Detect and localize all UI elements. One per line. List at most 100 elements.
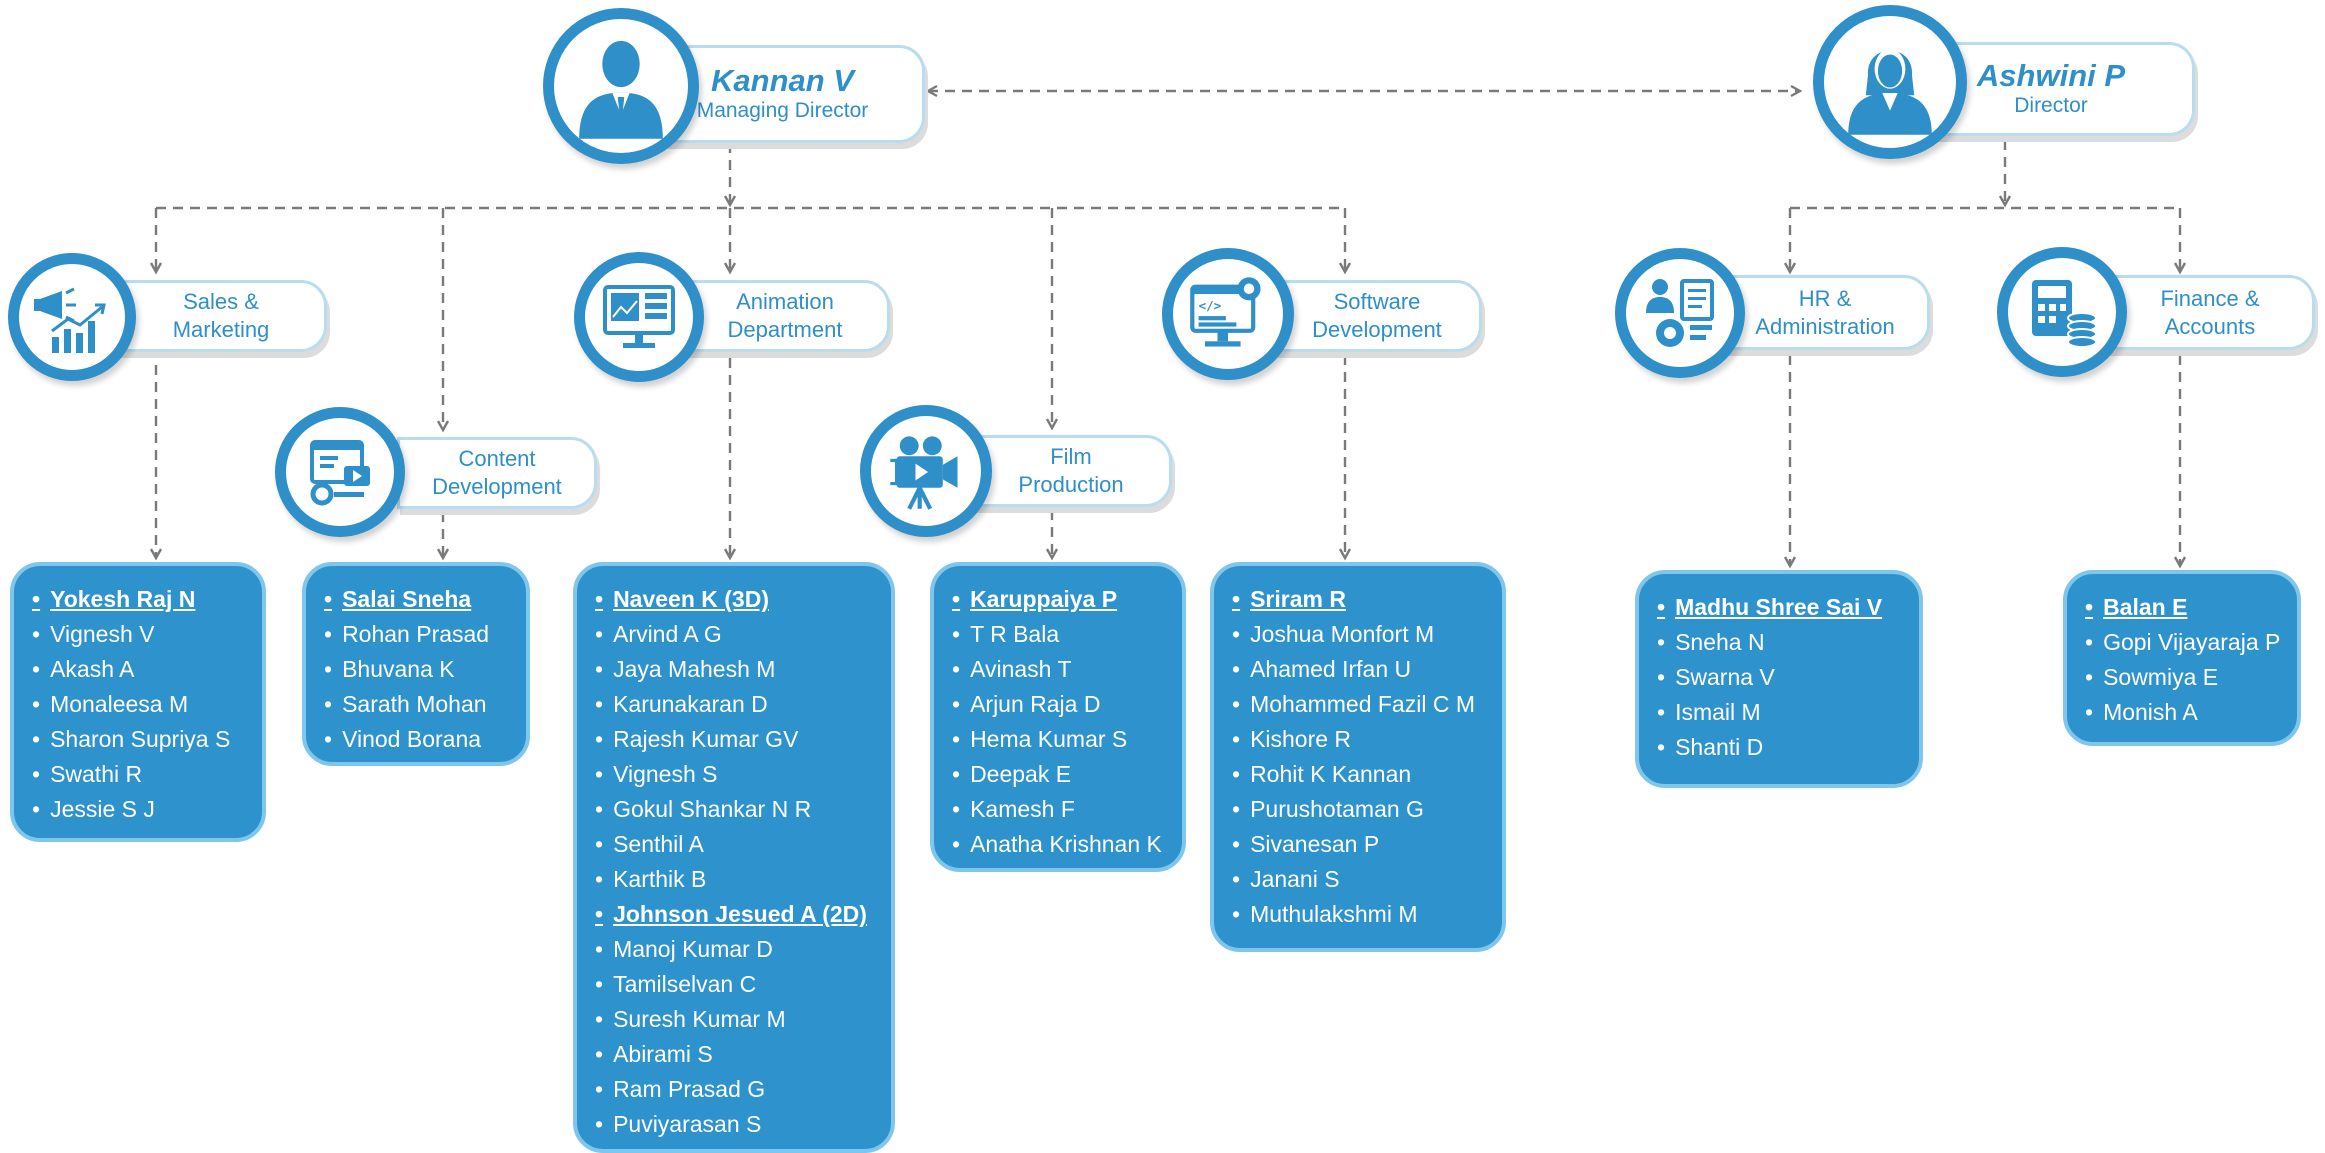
department-label-line: Production [1018, 472, 1124, 497]
team-member-name: Akash A [32, 652, 262, 687]
team-lead-name: Johnson Jesued A (2D) [595, 897, 891, 932]
team-member-name: Rohan Prasad [324, 617, 526, 652]
department-label-line: HR & [1798, 285, 1852, 311]
member-list: Naveen K (3D)Arvind A GJaya Mahesh MKaru… [595, 582, 891, 1142]
team-member-name: Sneha N [1657, 625, 1919, 660]
calculator-coins-icon [1997, 247, 2127, 377]
team-member-name: Swathi R [32, 757, 262, 792]
member-list: Yokesh Raj NVignesh VAkash AMonaleesa MS… [32, 582, 262, 827]
department-label-line: Marketing [172, 317, 270, 342]
team-member-name: Gopi Vijayaraja P [2085, 625, 2297, 660]
team-member-name: Hema Kumar S [952, 722, 1182, 757]
team-member-name: Tamilselvan C [595, 967, 891, 1002]
department-label-plate: Content Development [397, 437, 597, 509]
team-member-name: Abirami S [595, 1037, 891, 1072]
team-member-name: Ram Prasad G [595, 1072, 891, 1107]
team-member-name: Janani S [1232, 862, 1502, 897]
team-hr: Madhu Shree Sai VSneha NSwarna VIsmail M… [1635, 570, 1923, 788]
team-member-name: Shanti D [1657, 730, 1919, 765]
department-label-line: Administration [1755, 313, 1895, 339]
team-lead-name: Karuppaiya P [952, 582, 1182, 617]
team-member-name: Monaleesa M [32, 687, 262, 722]
team-member-name: Jessie S J [32, 792, 262, 827]
member-list: Karuppaiya PT R BalaAvinash TArjun Raja … [952, 582, 1182, 862]
member-list: Balan EGopi Vijayaraja PSowmiya EMonish … [2085, 590, 2297, 730]
code-monitor-icon: </> [1162, 248, 1294, 380]
team-member-name: Suresh Kumar M [595, 1002, 891, 1037]
department-label-line: Content [458, 446, 536, 471]
team-member-name: Ahamed Irfan U [1232, 652, 1502, 687]
team-lead-name: Yokesh Raj N [32, 582, 262, 617]
department-label-plate: Film Production [970, 435, 1172, 507]
team-member-name: Manoj Kumar D [595, 932, 891, 967]
department-label-line: Animation [736, 289, 834, 314]
executive-name: Ashwini P [1976, 58, 2126, 93]
department-label-plate: Finance & Accounts [2105, 275, 2315, 350]
team-software: Sriram RJoshua Monfort MAhamed Irfan UMo… [1210, 562, 1506, 952]
team-member-name: Sharon Supriya S [32, 722, 262, 757]
executive-name: Kannan V [711, 63, 854, 98]
team-member-name: Karthik B [595, 862, 891, 897]
team-film: Karuppaiya PT R BalaAvinash TArjun Raja … [930, 562, 1186, 872]
team-member-name: Vinod Borana [324, 722, 526, 757]
team-member-name: Swarna V [1657, 660, 1919, 695]
team-member-name: Deepak E [952, 757, 1182, 792]
department-label-plate: Animation Department [680, 280, 890, 352]
team-lead-name: Sriram R [1232, 582, 1502, 617]
team-member-name: Arjun Raja D [952, 687, 1182, 722]
team-member-name: Anatha Krishnan K [952, 827, 1182, 862]
team-member-name: T R Bala [952, 617, 1182, 652]
male-executive-icon [543, 8, 699, 164]
team-member-name: Muthulakshmi M [1232, 897, 1502, 932]
executive-title: Director [2014, 94, 2088, 117]
svg-text:</>: </> [1199, 298, 1222, 313]
team-animation: Naveen K (3D)Arvind A GJaya Mahesh MKaru… [573, 562, 895, 1153]
content-media-icon [275, 407, 405, 537]
team-member-name: Joshua Monfort M [1232, 617, 1502, 652]
team-member-name: Jaya Mahesh M [595, 652, 891, 687]
member-list: Salai SnehaRohan PrasadBhuvana KSarath M… [324, 582, 526, 757]
team-member-name: Sarath Mohan [324, 687, 526, 722]
department-label-line: Department [727, 317, 843, 342]
team-member-name: Vignesh V [32, 617, 262, 652]
team-member-name: Vignesh S [595, 757, 891, 792]
team-member-name: Avinash T [952, 652, 1182, 687]
team-member-name: Purushotaman G [1232, 792, 1502, 827]
team-lead-name: Naveen K (3D) [595, 582, 891, 617]
team-lead-name: Salai Sneha [324, 582, 526, 617]
department-label-line: Sales & [183, 289, 259, 314]
team-member-name: Karunakaran D [595, 687, 891, 722]
team-member-name: Sivanesan P [1232, 827, 1502, 862]
department-label-line: Accounts [2164, 313, 2256, 339]
department-label-line: Finance & [2160, 285, 2260, 311]
female-executive-icon [1813, 5, 1967, 159]
department-label-line: Development [432, 474, 562, 499]
team-member-name: Kamesh F [952, 792, 1182, 827]
team-lead-name: Balan E [2085, 590, 2297, 625]
team-member-name: Bhuvana K [324, 652, 526, 687]
member-list: Madhu Shree Sai VSneha NSwarna VIsmail M… [1657, 590, 1919, 765]
executive-title: Managing Director [696, 99, 869, 122]
team-member-name: Kishore R [1232, 722, 1502, 757]
member-list: Sriram RJoshua Monfort MAhamed Irfan UMo… [1232, 582, 1502, 932]
team-member-name: Monish A [2085, 695, 2297, 730]
department-label-line: Film [1050, 444, 1092, 469]
team-finance: Balan EGopi Vijayaraja PSowmiya EMonish … [2063, 570, 2301, 746]
team-member-name: Rajesh Kumar GV [595, 722, 891, 757]
team-member-name: Arvind A G [595, 617, 891, 652]
team-member-name: Puviyarasan S [595, 1107, 891, 1142]
team-member-name: Mohammed Fazil C M [1232, 687, 1502, 722]
team-lead-name: Madhu Shree Sai V [1657, 590, 1919, 625]
team-content: Salai SnehaRohan PrasadBhuvana KSarath M… [302, 562, 530, 766]
megaphone-chart-icon [8, 253, 136, 381]
team-member-name: Senthil A [595, 827, 891, 862]
department-label-plate: Software Development [1272, 280, 1482, 352]
team-member-name: Sowmiya E [2085, 660, 2297, 695]
department-label-line: Software [1333, 289, 1421, 314]
film-camera-icon [860, 405, 992, 537]
design-monitor-icon [574, 252, 704, 382]
people-document-icon [1615, 248, 1745, 378]
department-label-plate: HR & Administration [1720, 275, 1930, 350]
team-member-name: Ismail M [1657, 695, 1919, 730]
